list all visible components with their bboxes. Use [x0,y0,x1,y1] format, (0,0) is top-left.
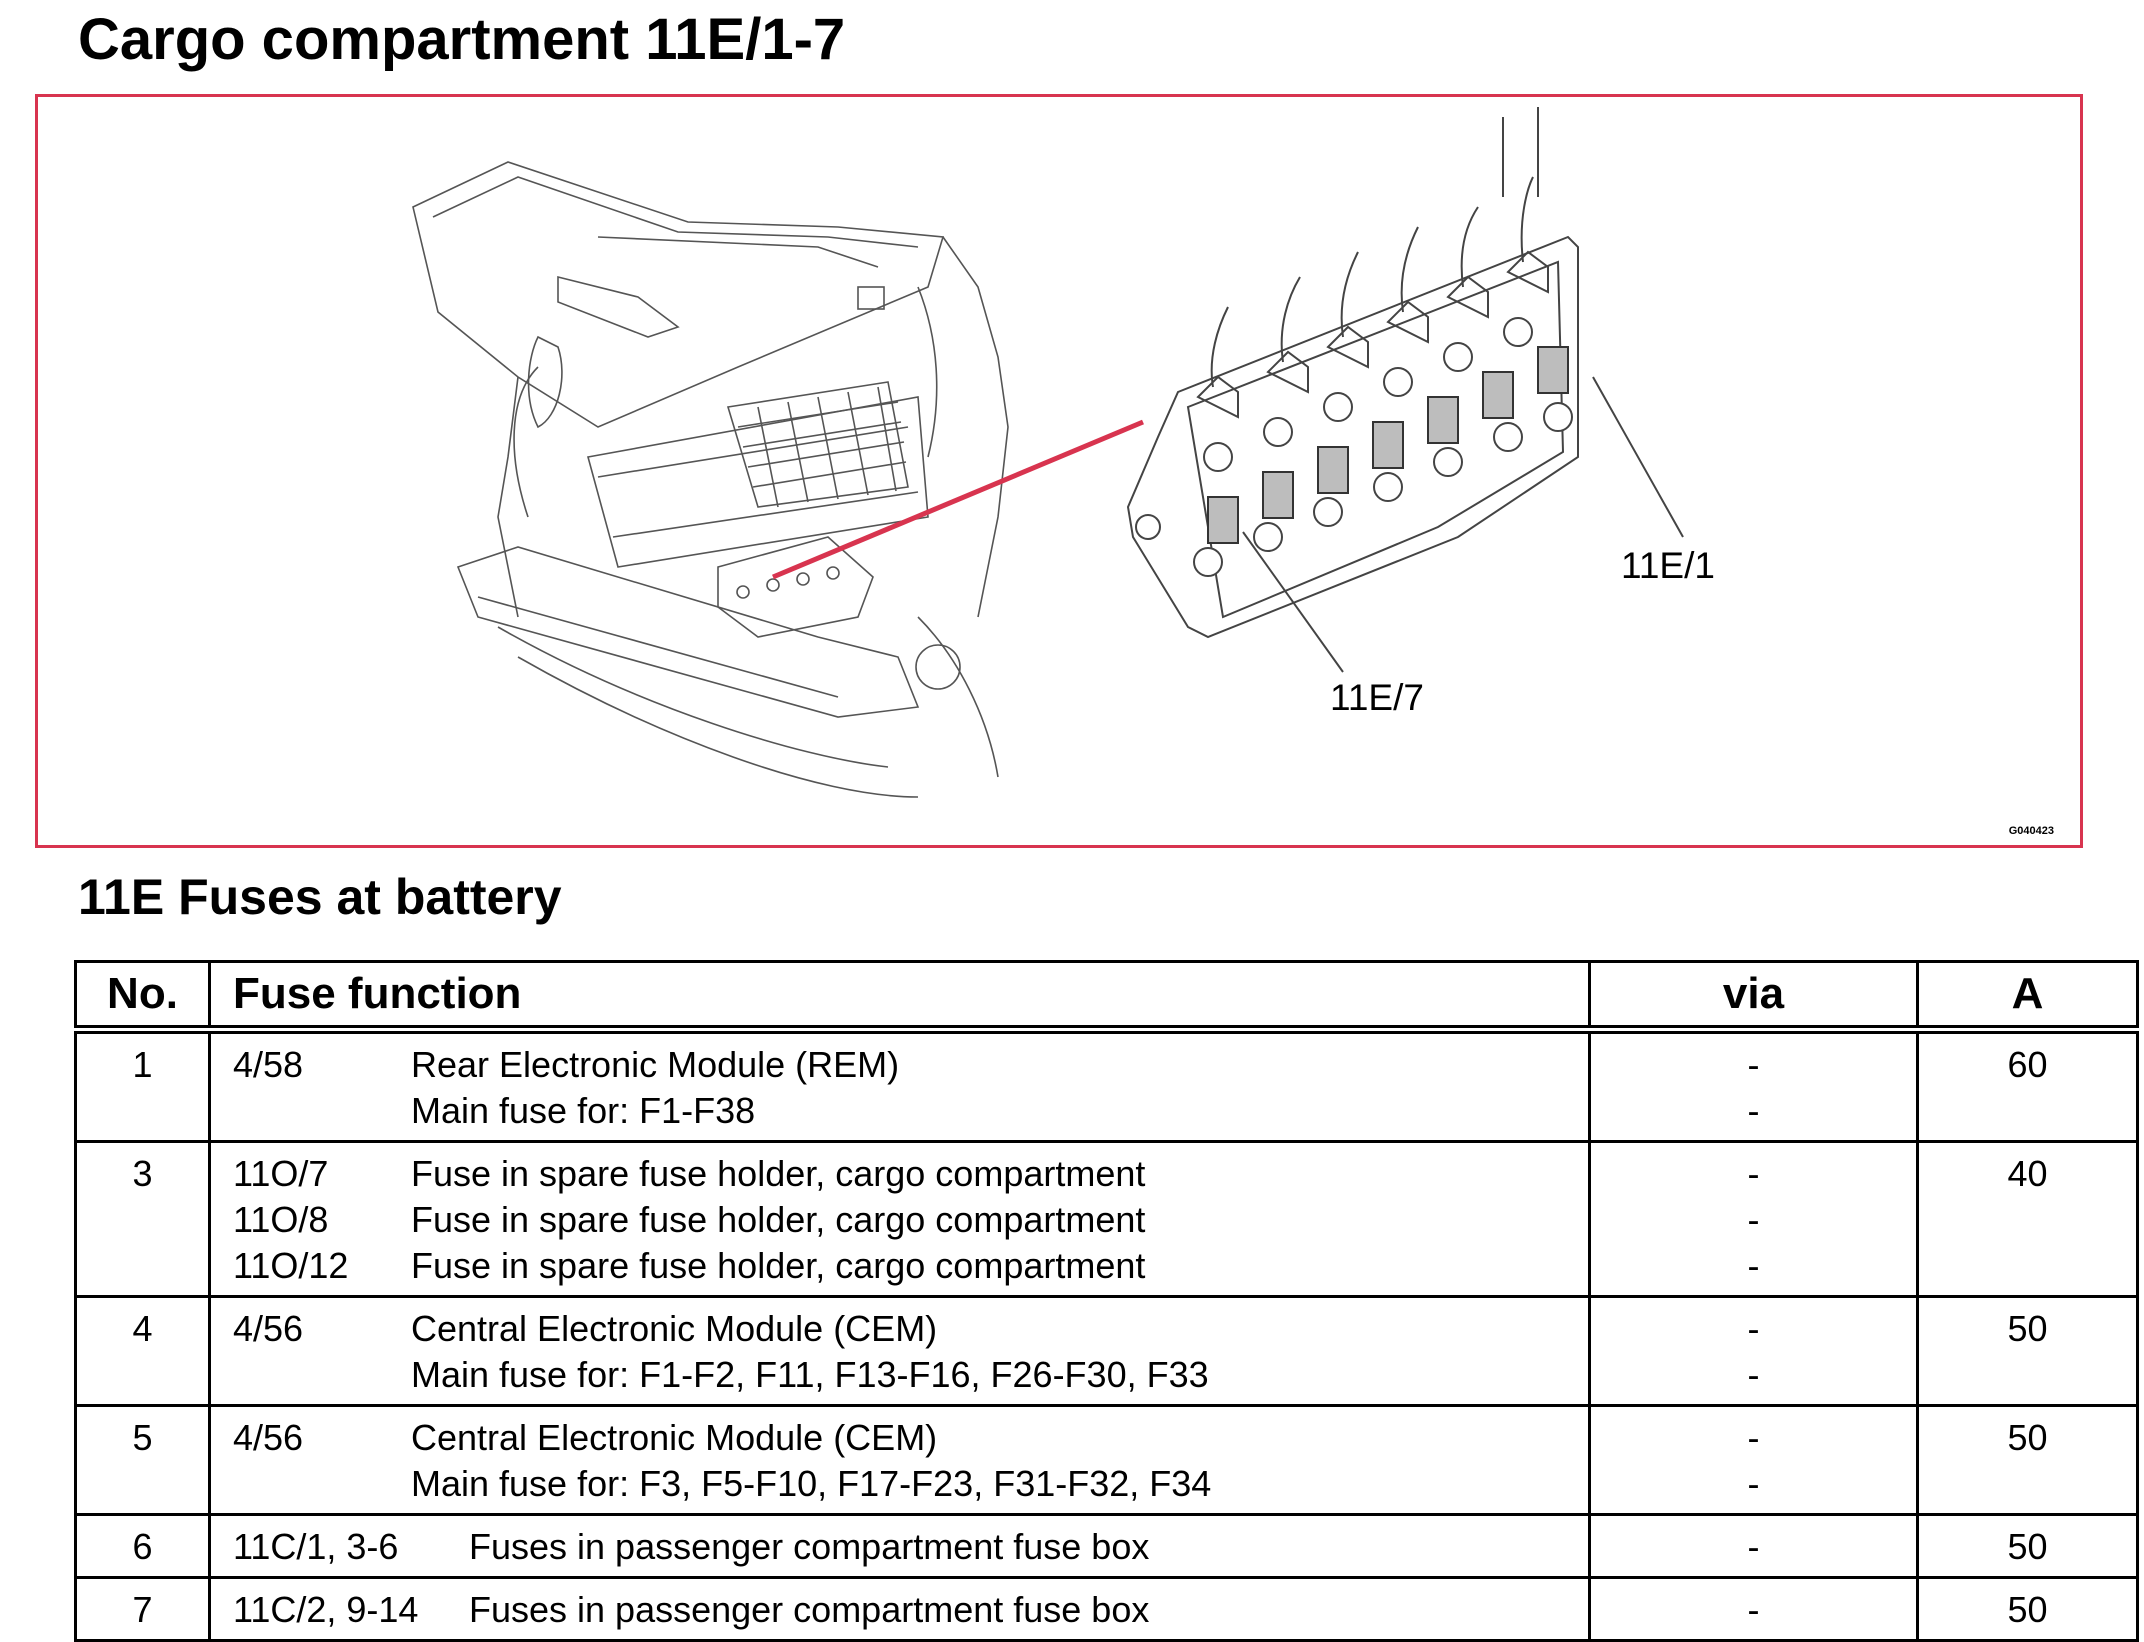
function-line: 4/56 Central Electronic Module (CEM) [233,1415,1588,1461]
fuse-description: Fuse in spare fuse holder, cargo compart… [411,1153,1146,1194]
fuse-number: 1 [132,1044,153,1085]
amperage-value: 60 [2007,1044,2048,1085]
fuse-number: 4 [132,1308,153,1349]
fuse-description: Main fuse for: F1-F2, F11, F13-F16, F26-… [411,1354,1209,1395]
amperage-value: 50 [2007,1589,2048,1630]
leader-line-11e1 [1592,376,1684,538]
figure-code: G040423 [2008,825,2054,837]
via-value: - [1747,1417,1760,1458]
callout-label-11e1: 11E/1 [1621,545,1715,586]
fuse-description: Fuse in spare fuse holder, cargo compart… [411,1199,1146,1240]
fuse-description: Central Electronic Module (CEM) [411,1308,938,1349]
via-value: - [1747,1044,1760,1085]
cargo-fuse-diagram [412,107,1684,798]
amperage-value: 50 [2007,1308,2048,1349]
function-line: 11C/1, 3-6 Fuses in passenger compartment… [233,1524,1588,1570]
function-line: Main fuse for: F1-F38 [233,1088,1588,1134]
fuse-box-illustration [1126,107,1579,639]
diagram-frame: 11E/1 11E/7 G040423 [35,94,2083,848]
pointer-line [772,419,1144,580]
function-line: 11O/8 Fuse in spare fuse holder, cargo co… [233,1197,1588,1243]
header-amperage: A [1916,961,2139,1034]
fuse-reference: 4/58 [233,1044,304,1085]
table-row: 5 4/56 Central Electronic Module (CEM) Ma… [74,1405,2139,1515]
fuse-reference: 11C/2, 9-14 [233,1589,419,1630]
via-value: - [1747,1308,1760,1349]
amperage-value: 50 [2007,1417,2048,1458]
table-row: 1 4/58 Rear Electronic Module (REM) Main … [74,1029,2139,1142]
via-value: - [1747,1354,1760,1395]
amperage-value: 50 [2007,1526,2048,1567]
fuse-11e7 [1207,496,1239,544]
via-value: - [1747,1090,1760,1131]
fuse-number: 7 [132,1589,153,1630]
function-line: 11O/7 Fuse in spare fuse holder, cargo co… [233,1151,1588,1197]
table-row: 6 11C/1, 3-6 Fuses in passenger compartme… [74,1514,2139,1578]
via-value: - [1747,1463,1760,1504]
via-value: - [1747,1199,1760,1240]
fuse-reference: 4/56 [233,1308,304,1349]
fuse-table: No. Fuse function via A 1 4/58 Rear Elect… [74,960,2139,1642]
fuse-description: Main fuse for: F3, F5-F10, F17-F23, F31-… [411,1463,1212,1504]
table-row: 7 11C/2, 9-14 Fuses in passenger compartm… [74,1577,2139,1641]
fuse-description: Rear Electronic Module (REM) [411,1044,900,1085]
page-title: Cargo compartment 11E/1-7 [78,7,846,72]
fuse-11e1 [1537,346,1569,394]
function-line: 11C/2, 9-14 Fuses in passenger compartmen… [233,1587,1588,1633]
fuse-description: Central Electronic Module (CEM) [411,1417,938,1458]
fuse-description: Main fuse for: F1-F38 [411,1090,756,1131]
fuse-number: 6 [132,1526,153,1567]
function-line: Main fuse for: F3, F5-F10, F17-F23, F31-… [233,1461,1588,1507]
callout-label-11e7: 11E/7 [1330,677,1424,718]
leader-line-11e7 [1242,531,1344,673]
section-title: 11E Fuses at battery [78,869,562,925]
car-rear-illustration [412,161,1009,798]
via-value: - [1747,1589,1760,1630]
header-via: via [1588,961,1919,1034]
function-line: 4/58 Rear Electronic Module (REM) [233,1042,1588,1088]
fuse-number: 3 [132,1153,153,1194]
via-value: - [1747,1245,1760,1286]
fuse-number: 5 [132,1417,153,1458]
function-line: 4/56 Central Electronic Module (CEM) [233,1306,1588,1352]
fuse-reference: 11O/7 [233,1153,329,1194]
fuse-description: Fuse in spare fuse holder, cargo compart… [411,1245,1146,1286]
table-header-row: No. Fuse function via A [74,961,2139,1034]
via-value: - [1747,1153,1760,1194]
fuse-reference: 11O/8 [233,1199,329,1240]
via-value: - [1747,1526,1760,1567]
header-fuse-function: Fuse function [208,961,1591,1034]
fuse-reference: 11O/12 [233,1245,349,1286]
fuse-description: Fuses in passenger compartment fuse box [469,1526,1150,1567]
header-no: No. [74,961,211,1034]
amperage-value: 40 [2007,1153,2048,1194]
fuse-reference: 4/56 [233,1417,304,1458]
table-row: 4 4/56 Central Electronic Module (CEM) Ma… [74,1296,2139,1406]
fuse-description: Fuses in passenger compartment fuse box [469,1589,1150,1630]
fuse-reference: 11C/1, 3-6 [233,1526,399,1567]
function-line: Main fuse for: F1-F2, F11, F13-F16, F26-… [233,1352,1588,1398]
function-line: 11O/12 Fuse in spare fuse holder, cargo c… [233,1243,1588,1289]
